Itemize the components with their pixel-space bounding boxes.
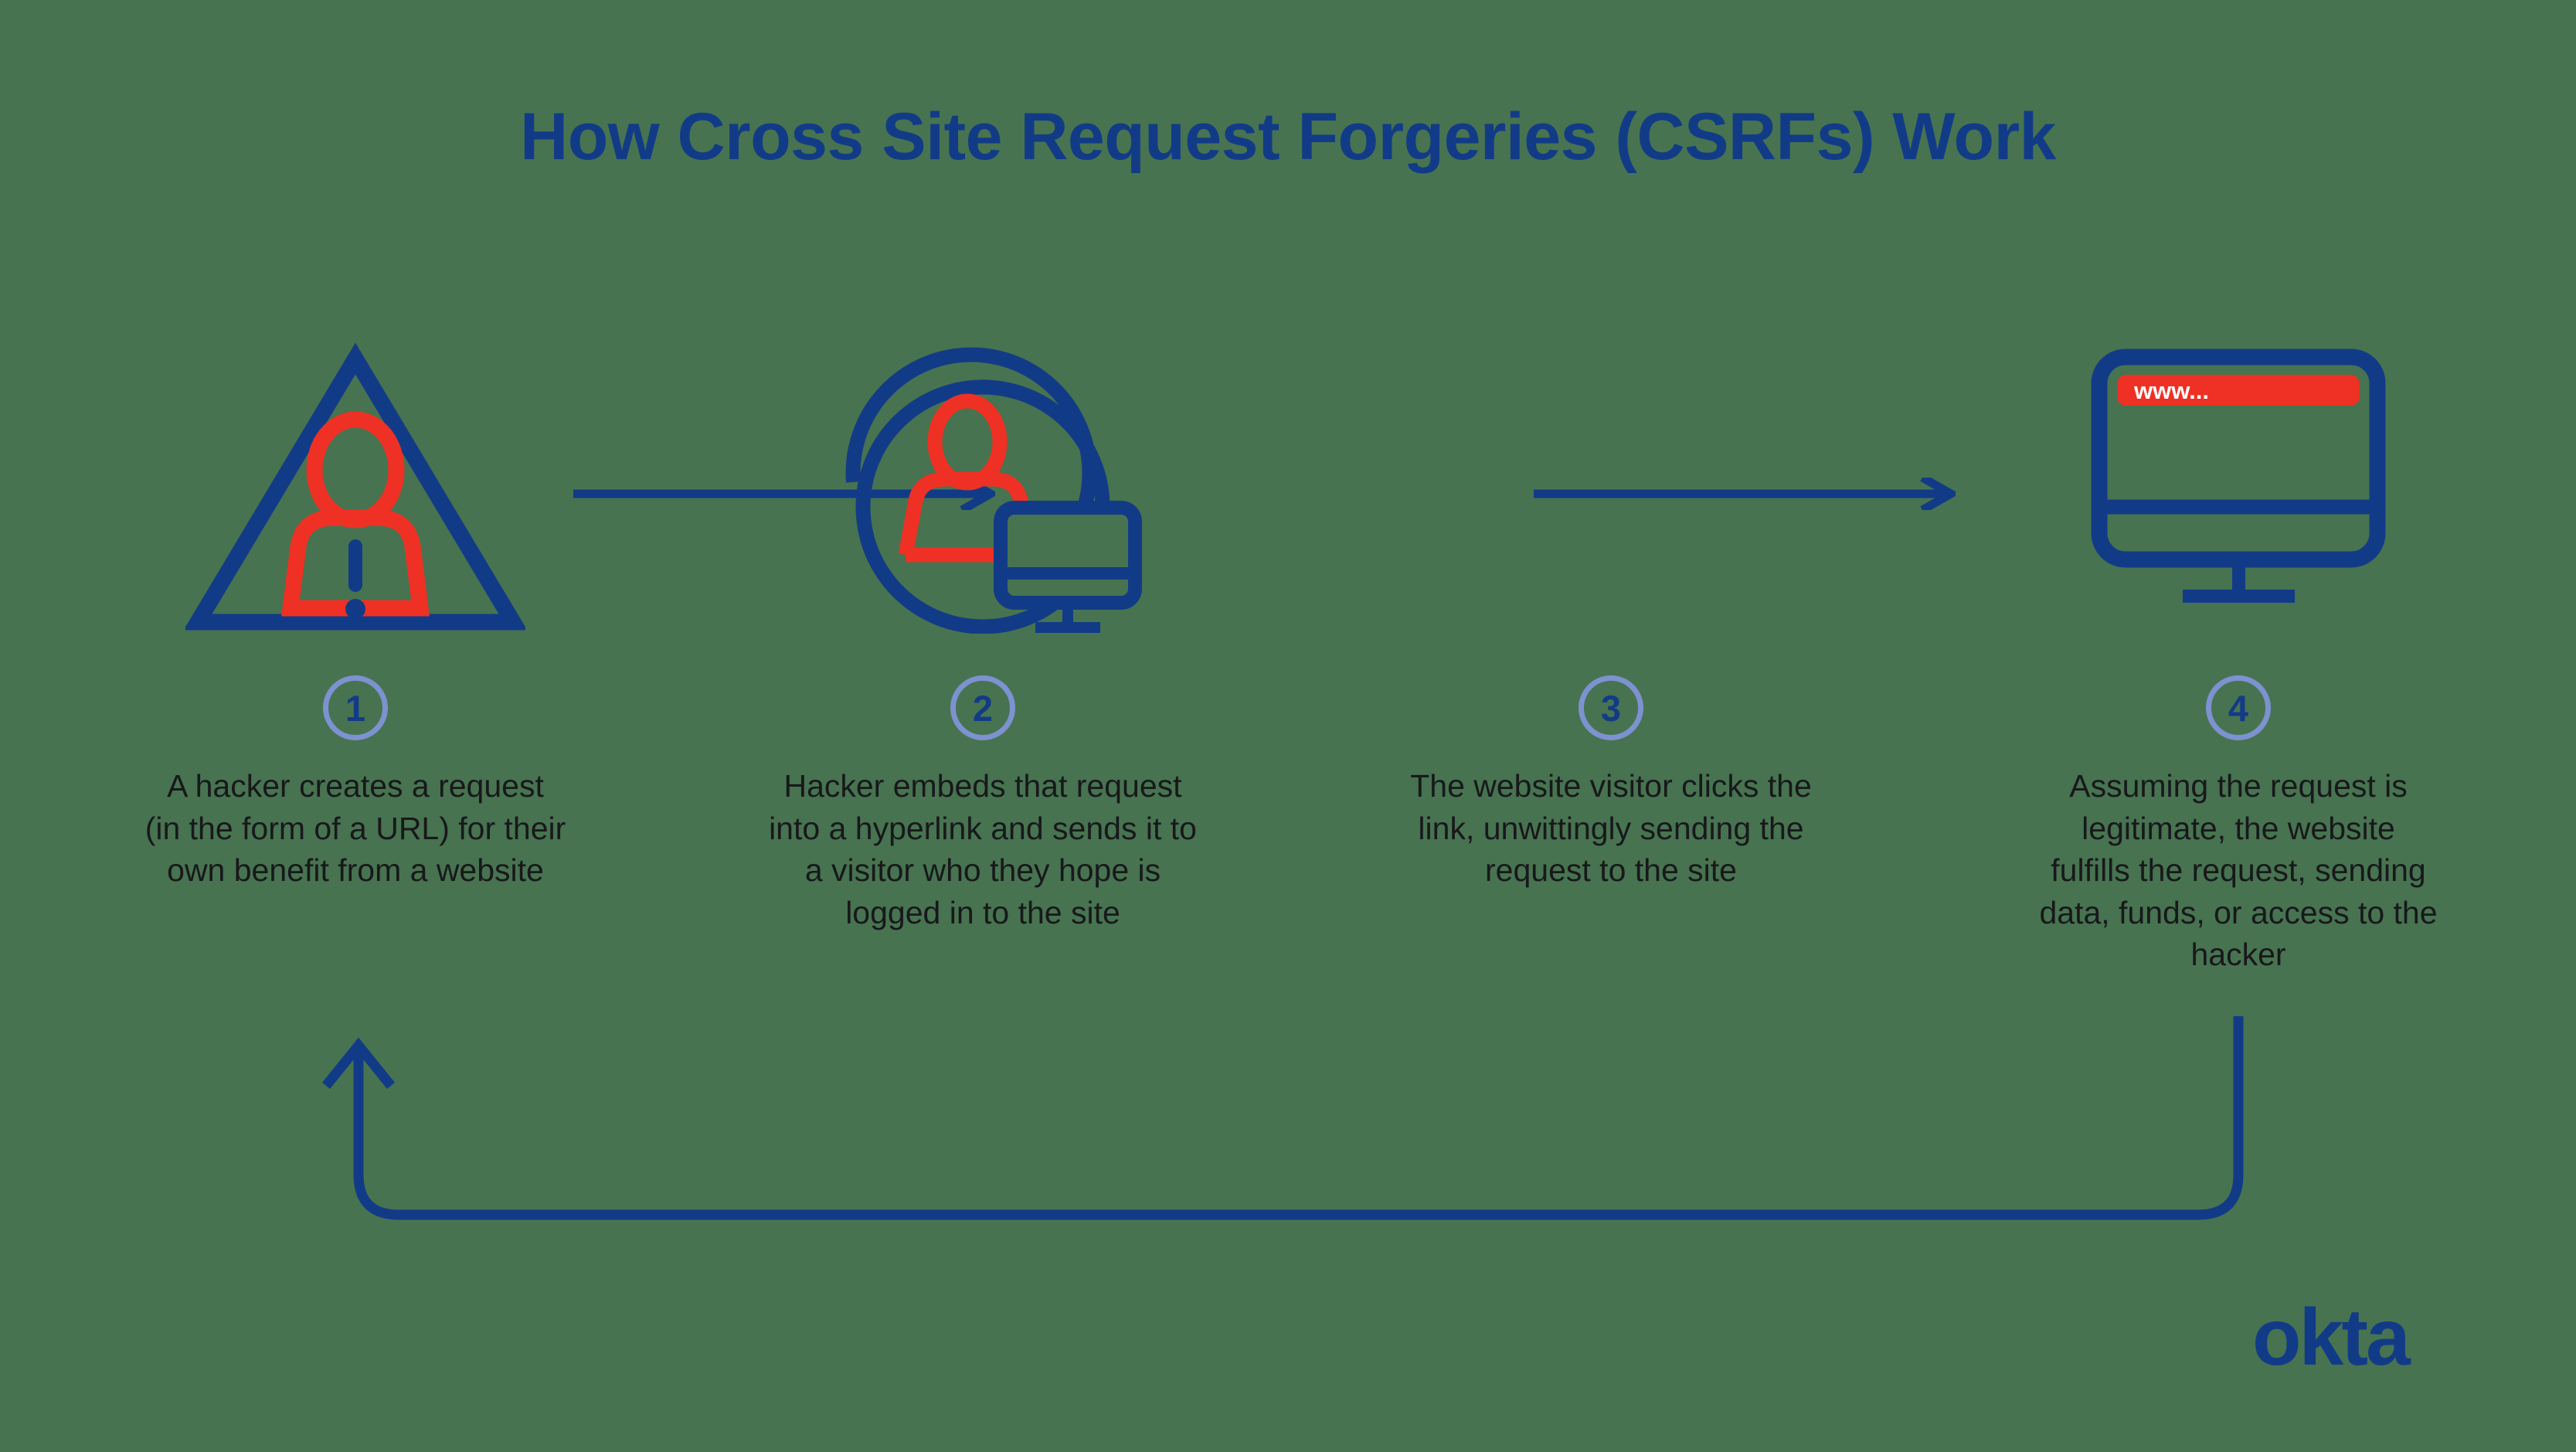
step-1: 1 A hacker creates a request (in the for… (108, 332, 603, 892)
step-3: 3 The website visitor clicks the link, u… (1364, 332, 1858, 892)
step-number-badge: 2 (736, 661, 1230, 754)
page-title: How Cross Site Request Forgeries (CSRFs)… (520, 100, 2056, 174)
step-number: 1 (323, 675, 388, 740)
step-number-badge: 1 (108, 661, 603, 754)
warning-triangle-person-icon (108, 332, 603, 634)
step-2: 2 Hacker embeds that request into a hype… (736, 332, 1230, 933)
loop-back-arrow-icon (294, 1016, 2279, 1240)
step-description: Assuming the request is legitimate, the … (2039, 768, 2438, 973)
step-4: www... 4 Assuming the request is legitim… (1991, 332, 2486, 976)
step-description: A hacker creates a request (in the form … (144, 768, 566, 889)
okta-logo: okta (2252, 1293, 2484, 1383)
right-arrow-icon (1534, 474, 1960, 514)
step-number: 4 (2206, 675, 2271, 740)
user-circle-monitor-icon (736, 332, 1230, 634)
step-number: 3 (1579, 675, 1643, 740)
step-number: 2 (950, 675, 1015, 740)
monitor-url-bar-icon: www... (1991, 332, 2486, 634)
step-3-spacer (1364, 332, 1858, 634)
step-description: The website visitor clicks the link, unw… (1410, 768, 1812, 889)
step-description: Hacker embeds that request into a hyperl… (769, 768, 1197, 930)
okta-logo-text: okta (2252, 1298, 2411, 1382)
step-number-badge: 4 (1991, 661, 2486, 754)
url-bar-text: www... (2133, 377, 2209, 404)
step-number-badge: 3 (1364, 661, 1858, 754)
